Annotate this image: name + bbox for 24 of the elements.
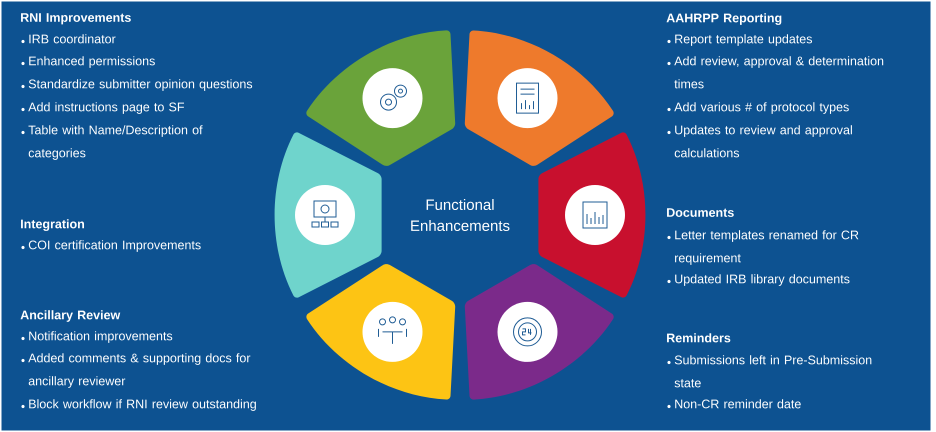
bullet-item: Report template updates bbox=[667, 34, 812, 46]
bullet-item: Add review, approval & determination times bbox=[667, 56, 884, 88]
bullet-item: Letter templates renamed for CR requirement bbox=[667, 230, 858, 265]
bullet-item: Updates to review and approval calculations bbox=[667, 125, 852, 158]
bullet-item: Standardize submitter opinion questions bbox=[21, 79, 252, 91]
section-heading: RNI Improvements bbox=[21, 13, 131, 24]
bullet-item: Table with Name/Description of categories bbox=[21, 125, 203, 160]
bullet-item: Updated IRB library documents bbox=[667, 274, 850, 286]
bullet-item: IRB coordinator bbox=[21, 34, 116, 44]
bullet-item: Submissions left in Pre-Submission state bbox=[667, 355, 872, 388]
section-heading: Ancillary Review bbox=[20, 310, 120, 322]
section-heading: AAHRPP Reporting bbox=[666, 13, 782, 25]
bullet-item: Non-CR reminder date bbox=[667, 399, 801, 408]
section-heading: Integration bbox=[21, 219, 84, 231]
bullet-item: Notification improvements bbox=[21, 331, 172, 343]
bullet-item: Added comments & supporting docs for ancillary reviewer bbox=[21, 353, 250, 388]
section-heading: Documents bbox=[667, 208, 734, 217]
bullet-item: Block workflow if RNI review outstanding bbox=[21, 399, 256, 411]
bullet-item: Add various # of protocol types bbox=[667, 102, 849, 114]
bullet-item: COI certification Improvements bbox=[21, 240, 201, 252]
center-title: Functional Enhancements bbox=[411, 199, 510, 231]
bullet-item: Enhanced permissions bbox=[21, 56, 155, 68]
bullet-item: Add instructions page to SF bbox=[21, 102, 184, 114]
section-heading: Reminders bbox=[667, 333, 730, 342]
